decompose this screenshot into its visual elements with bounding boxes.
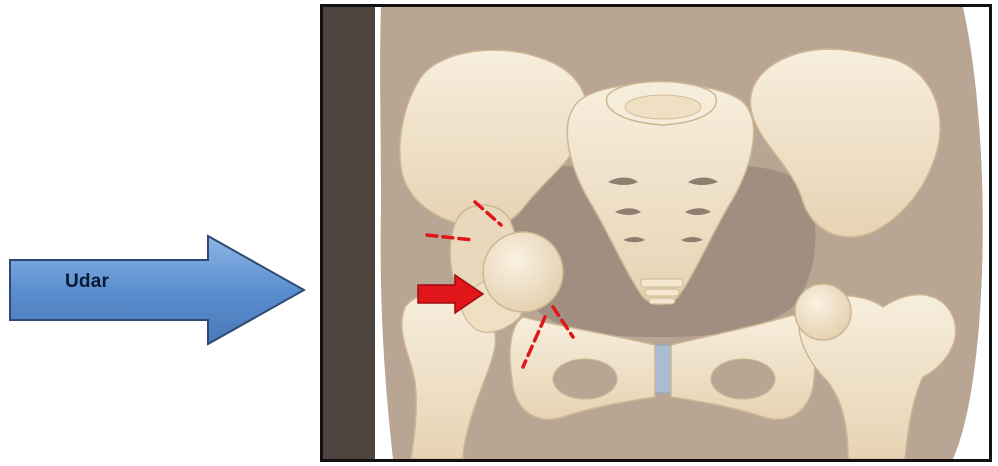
- pelvis-illustration: [320, 4, 992, 462]
- impact-arrow: Udar: [8, 234, 306, 346]
- impact-arrow-shape: [10, 236, 304, 344]
- pelvis-hip-anatomy-icon: [323, 7, 989, 459]
- impact-arrow-label: Udar: [65, 271, 109, 293]
- impact-arrow-icon: [8, 234, 306, 346]
- left-obturator-foramen: [553, 359, 617, 399]
- right-femoral-head: [795, 284, 851, 340]
- right-obturator-foramen: [711, 359, 775, 399]
- left-femoral-head: [483, 232, 563, 312]
- vertebral-body: [625, 95, 701, 119]
- left-shadow-strip: [323, 7, 375, 459]
- pubic-symphysis: [653, 345, 673, 393]
